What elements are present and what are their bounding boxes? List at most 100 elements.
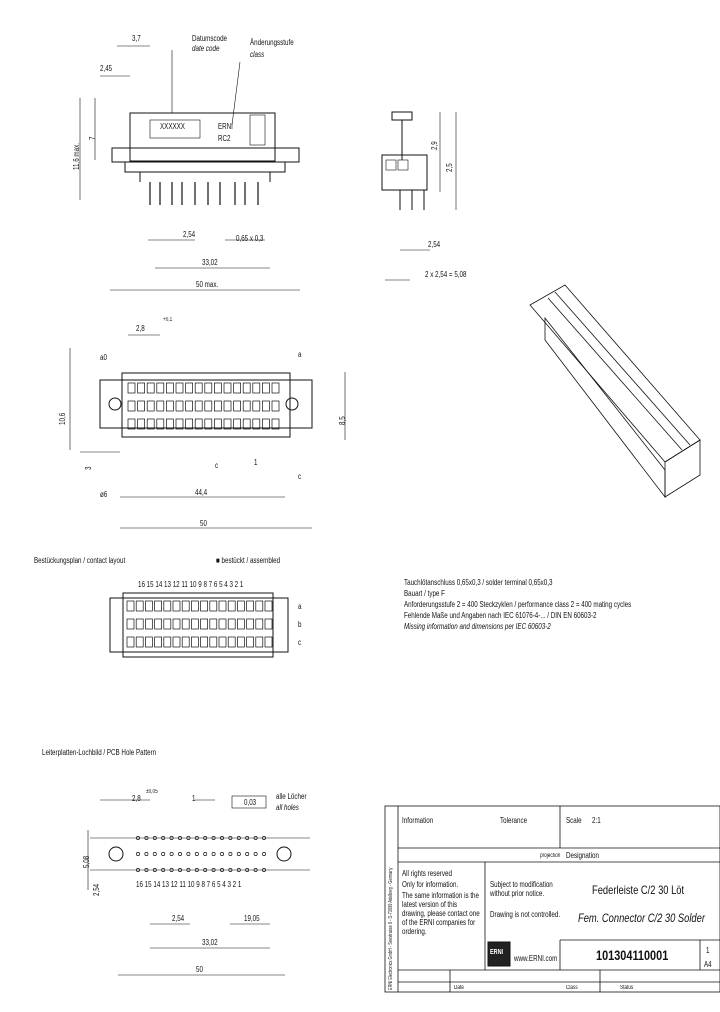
dim-10-6: 10,6: [58, 412, 67, 425]
front-view-contacts: [127, 382, 280, 430]
layout-contact: [181, 618, 190, 630]
note-line-2: Bauart / type F: [404, 589, 445, 598]
front-view-dimension-lines: [69, 334, 346, 529]
front-contact: [223, 418, 232, 430]
front-contact: [137, 400, 145, 412]
dim-11-6: 11,6 max.: [72, 143, 81, 170]
front-contact: [214, 418, 222, 430]
pcb-dim-33-02: 33,02: [202, 938, 218, 947]
change-level-en: class: [250, 50, 265, 59]
front-contact: [262, 400, 270, 412]
layout-contact: [264, 618, 273, 630]
tb-information: Information: [402, 816, 434, 825]
layout-numbers: 16 15 14 13 12 11 10 9 8 7 6 5 4 3 2 1: [138, 580, 244, 589]
dim-2-54: 2,54: [183, 230, 196, 239]
front-contact: [194, 418, 203, 430]
pcb-dim-1: 1: [192, 794, 196, 803]
pcb-hole: [236, 852, 241, 856]
tb-rights: All rights reserved: [402, 869, 452, 878]
dim-50-max: 50 max.: [196, 280, 219, 289]
tb-scale-label: Scale: [566, 816, 582, 825]
front-contact: [194, 400, 203, 412]
pcb-numbers: 16 15 14 13 12 11 10 9 8 7 6 5 4 3 2 1: [136, 880, 242, 889]
pcb-tol: ±0,05: [146, 789, 158, 795]
front-contact: [194, 382, 203, 394]
layout-contact: [145, 636, 153, 648]
dim-3-7: 3,7: [132, 34, 141, 43]
note-line-1: Tauchlötanschluss 0,65x0,3 / solder term…: [404, 578, 553, 587]
layout-contact: [191, 618, 199, 630]
front-contact: [175, 382, 184, 394]
isometric-view: [529, 284, 701, 499]
note-line-3: Anforderungsstufe 2 = 400 Steckzyklen / …: [404, 600, 632, 609]
front-contact: [156, 418, 165, 430]
tb-logo: ERNI: [490, 949, 504, 956]
front-contact: [166, 400, 174, 412]
front-contact: [242, 400, 251, 412]
front-contact: [146, 400, 155, 412]
dim-2-9: 2,9: [430, 141, 439, 150]
front-contact: [127, 418, 136, 430]
dim-44-4: 44,4: [195, 488, 208, 497]
layout-contact: [181, 600, 190, 612]
dim-2-45: 2,45: [100, 64, 113, 73]
top-view-dimension-lines: [79, 45, 300, 291]
pcb-hole: [220, 852, 224, 856]
front-contact: [233, 400, 241, 412]
layout-contact: [237, 618, 245, 630]
pcb-mounting-holes: [108, 846, 292, 862]
part-marking: XXXXXX: [160, 122, 185, 131]
dim-side-2-54: 2,54: [428, 240, 441, 249]
front-contact: [185, 418, 193, 430]
tb-scale-value: 2:1: [592, 816, 601, 825]
layout-contact: [227, 618, 236, 630]
pcb-hole-note-de: alle Löcher: [276, 792, 307, 801]
tb-info-only: Only for information.: [402, 880, 459, 889]
pcb-dim-5-08: 5,08: [82, 855, 91, 868]
front-contact: [146, 418, 155, 430]
top-view-body: [111, 112, 300, 182]
pcb-hole: [245, 852, 250, 856]
front-contact: [262, 418, 270, 430]
front-contact: [156, 382, 165, 394]
layout-body: [109, 592, 289, 658]
layout-contact: [172, 618, 181, 630]
pcb-dim-0-03: 0,03: [244, 798, 257, 807]
layout-contact: [126, 618, 135, 630]
layout-contact: [246, 618, 254, 630]
dim-2-5: 2,5: [445, 163, 454, 172]
tb-name-de: Federleiste C/2 30 Löt: [592, 883, 685, 897]
layout-contact: [172, 600, 181, 612]
dim-front-50: 50: [200, 519, 207, 528]
layout-contact: [200, 618, 208, 630]
layout-contact: [218, 636, 227, 648]
front-contact: [271, 418, 280, 430]
pcb-hole: [186, 852, 191, 856]
layout-legend: ■ bestückt / assembled: [216, 556, 281, 565]
layout-title: Bestückungsplan / contact layout: [34, 556, 126, 565]
pcb-hole: [211, 852, 216, 856]
front-contact: [185, 382, 193, 394]
tb-tolerance: Tolerance: [500, 816, 528, 825]
top-view-pins: [149, 182, 259, 205]
layout-contact: [135, 618, 144, 630]
layout-contact: [181, 636, 190, 648]
rev-marking: RC2: [218, 134, 231, 143]
layout-contact: [154, 618, 162, 630]
front-contact: [146, 382, 155, 394]
layout-contact: [126, 636, 135, 648]
layout-contact: [209, 618, 218, 630]
tb-size: A4: [704, 960, 712, 969]
label-row-a: a: [298, 350, 302, 359]
pcb-hole: [253, 852, 258, 856]
pcb-dim-2-54-v: 2,54: [92, 883, 101, 896]
front-view-body: [99, 372, 313, 438]
layout-contact: [135, 600, 144, 612]
layout-contact: [209, 600, 218, 612]
layout-contact: [255, 636, 264, 648]
front-contact: [185, 400, 193, 412]
pcb-hole: [136, 852, 140, 856]
front-contact: [204, 400, 213, 412]
date-code-en: date code: [192, 44, 220, 53]
tb-part-number: 101304110001: [596, 947, 669, 963]
